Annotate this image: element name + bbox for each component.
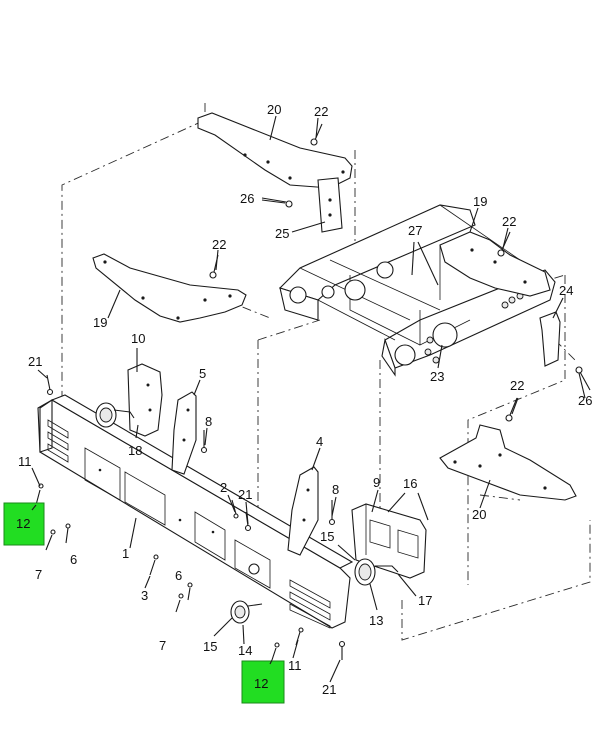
bolt-8-mid [328, 500, 336, 526]
callout-20-top: 20 [267, 102, 281, 117]
callout-8-mid: 8 [332, 482, 339, 497]
bolt-8-upper [200, 430, 208, 454]
lower-lamp [230, 600, 263, 624]
callout-3: 3 [141, 588, 148, 603]
callout-22-left: 22 [212, 237, 226, 252]
callout-14: 14 [238, 643, 252, 658]
callout-11-lower: 11 [288, 658, 302, 673]
callout-6-left: 6 [70, 552, 77, 567]
callout-24: 24 [559, 283, 573, 298]
callout-1: 1 [122, 546, 129, 561]
highlight-tag-12-left[interactable]: 12 [3, 502, 45, 546]
callout-13: 13 [369, 613, 383, 628]
callout-25: 25 [275, 226, 289, 241]
callout-7-mid: 7 [159, 638, 166, 653]
left-lamp-bracket [127, 363, 163, 437]
bracket-5 [171, 391, 197, 475]
callout-17: 17 [418, 593, 432, 608]
callout-18: 18 [128, 443, 142, 458]
callout-15-upper: 15 [320, 529, 334, 544]
callout-10: 10 [131, 331, 145, 346]
callout-19-left: 19 [93, 315, 107, 330]
lower-right-bracket [439, 424, 577, 501]
bolt-26-top [261, 199, 293, 208]
highlight-label: 12 [254, 676, 268, 691]
callout-23: 23 [430, 369, 444, 384]
right-mounting-bracket [439, 231, 551, 297]
left-headlamp [95, 402, 135, 428]
bolt-26-right [575, 366, 591, 391]
callout-21-mid: 21 [238, 487, 252, 502]
callout-19-right: 19 [473, 194, 487, 209]
callout-9: 9 [373, 475, 380, 490]
callout-21-bottom: 21 [322, 682, 336, 697]
highlight-tag-12-bottom[interactable]: 12 [241, 660, 285, 704]
callout-27: 27 [408, 223, 422, 238]
callout-22-lower: 22 [510, 378, 524, 393]
callout-8-upper: 8 [205, 414, 212, 429]
left-mounting-bracket [92, 253, 247, 323]
callout-22-right: 22 [502, 214, 516, 229]
callout-22-top: 22 [314, 104, 328, 119]
bumper [37, 394, 354, 629]
callout-15-lower: 15 [203, 639, 217, 654]
callout-6-mid: 6 [175, 568, 182, 583]
small-bracket-24 [539, 311, 561, 367]
callout-21-left: 21 [28, 354, 42, 369]
callout-20-lower: 20 [472, 507, 486, 522]
callout-26-right: 26 [578, 393, 592, 408]
callout-labels: 20 22 26 25 22 19 19 22 27 24 23 26 10 5… [18, 102, 592, 697]
leader-12-bottom [269, 659, 273, 665]
highlight-box[interactable] [241, 660, 285, 704]
fasteners [35, 374, 346, 661]
right-headlamp [354, 558, 399, 586]
leader-12-left [31, 504, 37, 511]
callout-16: 16 [403, 476, 417, 491]
bolt-22-lower [505, 397, 518, 422]
callout-2: 2 [220, 480, 227, 495]
leader-lines [31, 115, 586, 683]
bracket-4 [287, 466, 319, 556]
highlight-label: 12 [16, 516, 30, 531]
highlight-box[interactable] [3, 502, 45, 546]
upper-mounting-bracket [197, 112, 353, 233]
callout-4: 4 [316, 434, 323, 449]
callout-7-left: 7 [35, 567, 42, 582]
callout-11-left: 11 [18, 454, 32, 469]
frame-rails [278, 204, 556, 377]
callout-5: 5 [199, 366, 206, 381]
callout-26-top: 26 [240, 191, 254, 206]
